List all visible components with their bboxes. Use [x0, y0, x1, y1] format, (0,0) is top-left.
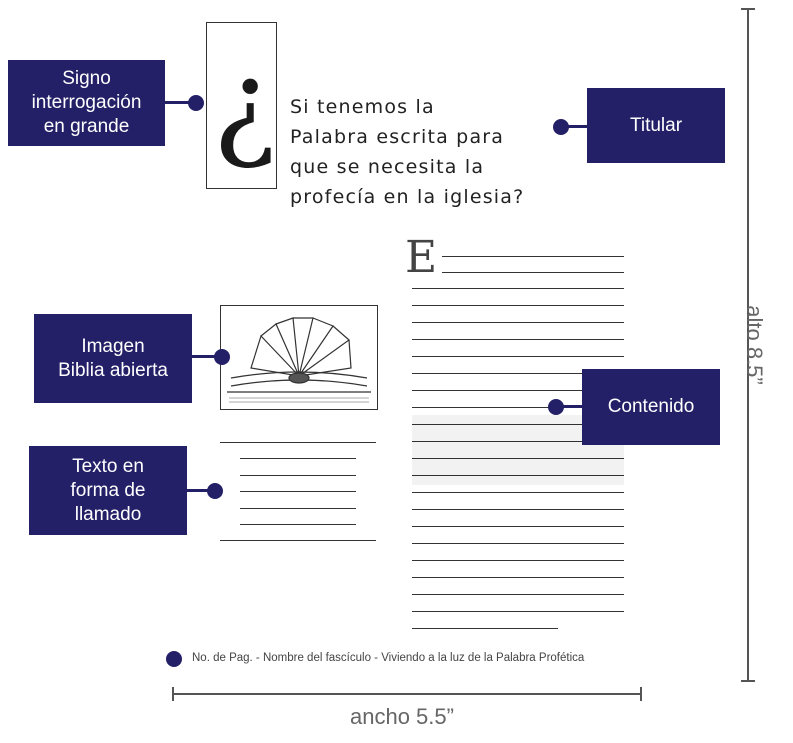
- footer-dot: [166, 651, 182, 667]
- pullquote-line: [240, 458, 356, 460]
- height-dimension-cap-top: [741, 8, 755, 10]
- width-dimension-cap-right: [640, 687, 642, 701]
- content-line: [412, 441, 624, 443]
- content-line: [412, 390, 624, 392]
- content-line: [412, 594, 624, 596]
- content-line: [412, 407, 624, 409]
- content-line: [412, 305, 624, 307]
- content-line: [412, 611, 624, 613]
- pullquote-line: [220, 540, 376, 542]
- content-line: [412, 492, 624, 494]
- content-line: [412, 356, 624, 358]
- content-line: [412, 322, 624, 324]
- content-line: [412, 339, 624, 341]
- content-line: [412, 424, 624, 426]
- height-dimension-cap-bottom: [741, 680, 755, 682]
- content-line: [412, 475, 624, 477]
- callout-contenido: Contenido: [582, 369, 720, 445]
- width-dimension-cap-left: [172, 687, 174, 701]
- connector-dot: [188, 95, 204, 111]
- connector-dot: [553, 119, 569, 135]
- question-mark-frame: ¿: [206, 22, 277, 189]
- pullquote-line: [240, 508, 356, 510]
- content-line: [412, 458, 624, 460]
- callout-texto-llamado: Texto en forma de llamado: [29, 446, 187, 535]
- content-line: [412, 509, 624, 511]
- connector-line: [192, 355, 222, 358]
- open-bible-icon: [227, 317, 371, 403]
- drop-cap: E: [405, 232, 438, 283]
- pullquote-line: [240, 524, 356, 526]
- callout-imagen-biblia: Imagen Biblia abierta: [34, 314, 192, 403]
- width-dimension-label: ancho 5.5”: [350, 704, 454, 729]
- connector-line: [556, 405, 582, 408]
- height-dimension-label: alto 8.5”: [741, 305, 767, 385]
- connector-line: [187, 489, 215, 492]
- connector-dot: [207, 483, 223, 499]
- content-line: [412, 288, 624, 290]
- pullquote-line: [220, 442, 376, 444]
- connector-dot: [548, 399, 564, 415]
- pullquote-line: [240, 491, 356, 493]
- headline-sketch: Si tenemos la Palabra escrita para que s…: [290, 96, 525, 208]
- question-mark-glyph: ¿: [213, 35, 277, 173]
- content-line: [412, 526, 624, 528]
- content-line: [412, 373, 624, 375]
- bible-image-sketch: [220, 305, 378, 410]
- width-dimension-line: [172, 693, 642, 695]
- connector-line: [165, 101, 197, 104]
- footer-text: No. de Pag. - Nombre del fascículo - Viv…: [192, 652, 585, 664]
- content-line: [412, 543, 624, 545]
- content-line: [442, 272, 624, 274]
- connector-dot: [214, 349, 230, 365]
- callout-titular: Titular: [587, 88, 725, 163]
- callout-signo-interrogacion: Signo interrogación en grande: [8, 60, 165, 146]
- pullquote-line: [240, 475, 356, 477]
- connector-line: [561, 125, 587, 128]
- height-dimension-line: [747, 8, 749, 682]
- content-line: [442, 256, 624, 258]
- content-line: [412, 628, 558, 630]
- content-line: [412, 577, 624, 579]
- content-line: [412, 560, 624, 562]
